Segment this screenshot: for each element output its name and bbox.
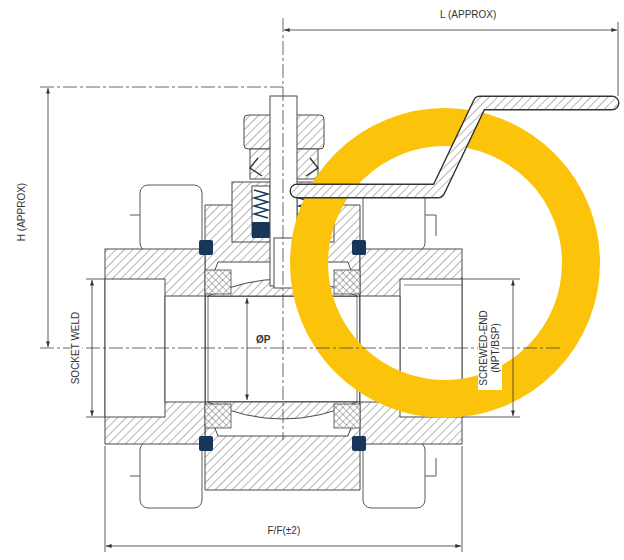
dimension-line (105, 446, 106, 552)
dimension-line (86, 417, 105, 418)
handle-lever (297, 103, 612, 191)
stem-packing (252, 222, 270, 238)
dimension-label: H (APPROX) (16, 181, 28, 243)
body-seal (352, 240, 366, 255)
dimension-line (48, 22, 618, 552)
seat-ring (205, 270, 231, 294)
dimension-line (247, 298, 248, 400)
seat-ring (205, 404, 231, 428)
dimension-line (48, 88, 49, 347)
bolt-outline (425, 458, 436, 476)
dimension-line (462, 446, 463, 552)
handle-lever (297, 103, 612, 191)
diameter-label: ØP (254, 334, 272, 346)
ball (208, 296, 209, 402)
center-line (40, 87, 283, 88)
dimension-label: F/F(±2) (266, 525, 303, 537)
bolt-outline (130, 476, 140, 477)
center-line (283, 18, 284, 440)
dimension-line (86, 279, 105, 280)
gland-nut (306, 158, 318, 176)
screwed-end (404, 285, 462, 286)
body-seal (352, 436, 366, 451)
dimension-line (618, 22, 619, 96)
seat-ring (334, 270, 360, 294)
center-line (40, 18, 560, 440)
gland-nut (250, 158, 262, 176)
bolt-outline (425, 215, 436, 236)
seat-ring (334, 404, 360, 428)
dimension-line (284, 30, 617, 31)
dimension-label: SOCKET WELD (70, 310, 82, 387)
bolt-outline (140, 185, 202, 251)
handle-lever (297, 103, 612, 191)
dimension-line (462, 279, 520, 280)
dimension-label: SCREWED-END (NPT/BSP) (478, 306, 502, 390)
bolt-outline (363, 442, 425, 508)
dimension-line (92, 280, 93, 416)
socket-weld-end (105, 249, 205, 444)
body-seal (199, 436, 213, 451)
bolt-outline (130, 215, 140, 216)
bolt-outline (140, 442, 202, 508)
socket-weld-end (165, 296, 205, 402)
dimension-line (462, 417, 520, 418)
dimension-label: L (APPROX) (438, 9, 498, 21)
dimension-line (106, 546, 461, 547)
packing-spring (254, 190, 268, 218)
handle-lever (297, 103, 612, 191)
body-seal (199, 240, 213, 255)
dimension-line (513, 280, 514, 416)
socket-weld-end (105, 249, 205, 444)
valve-body (205, 402, 360, 436)
